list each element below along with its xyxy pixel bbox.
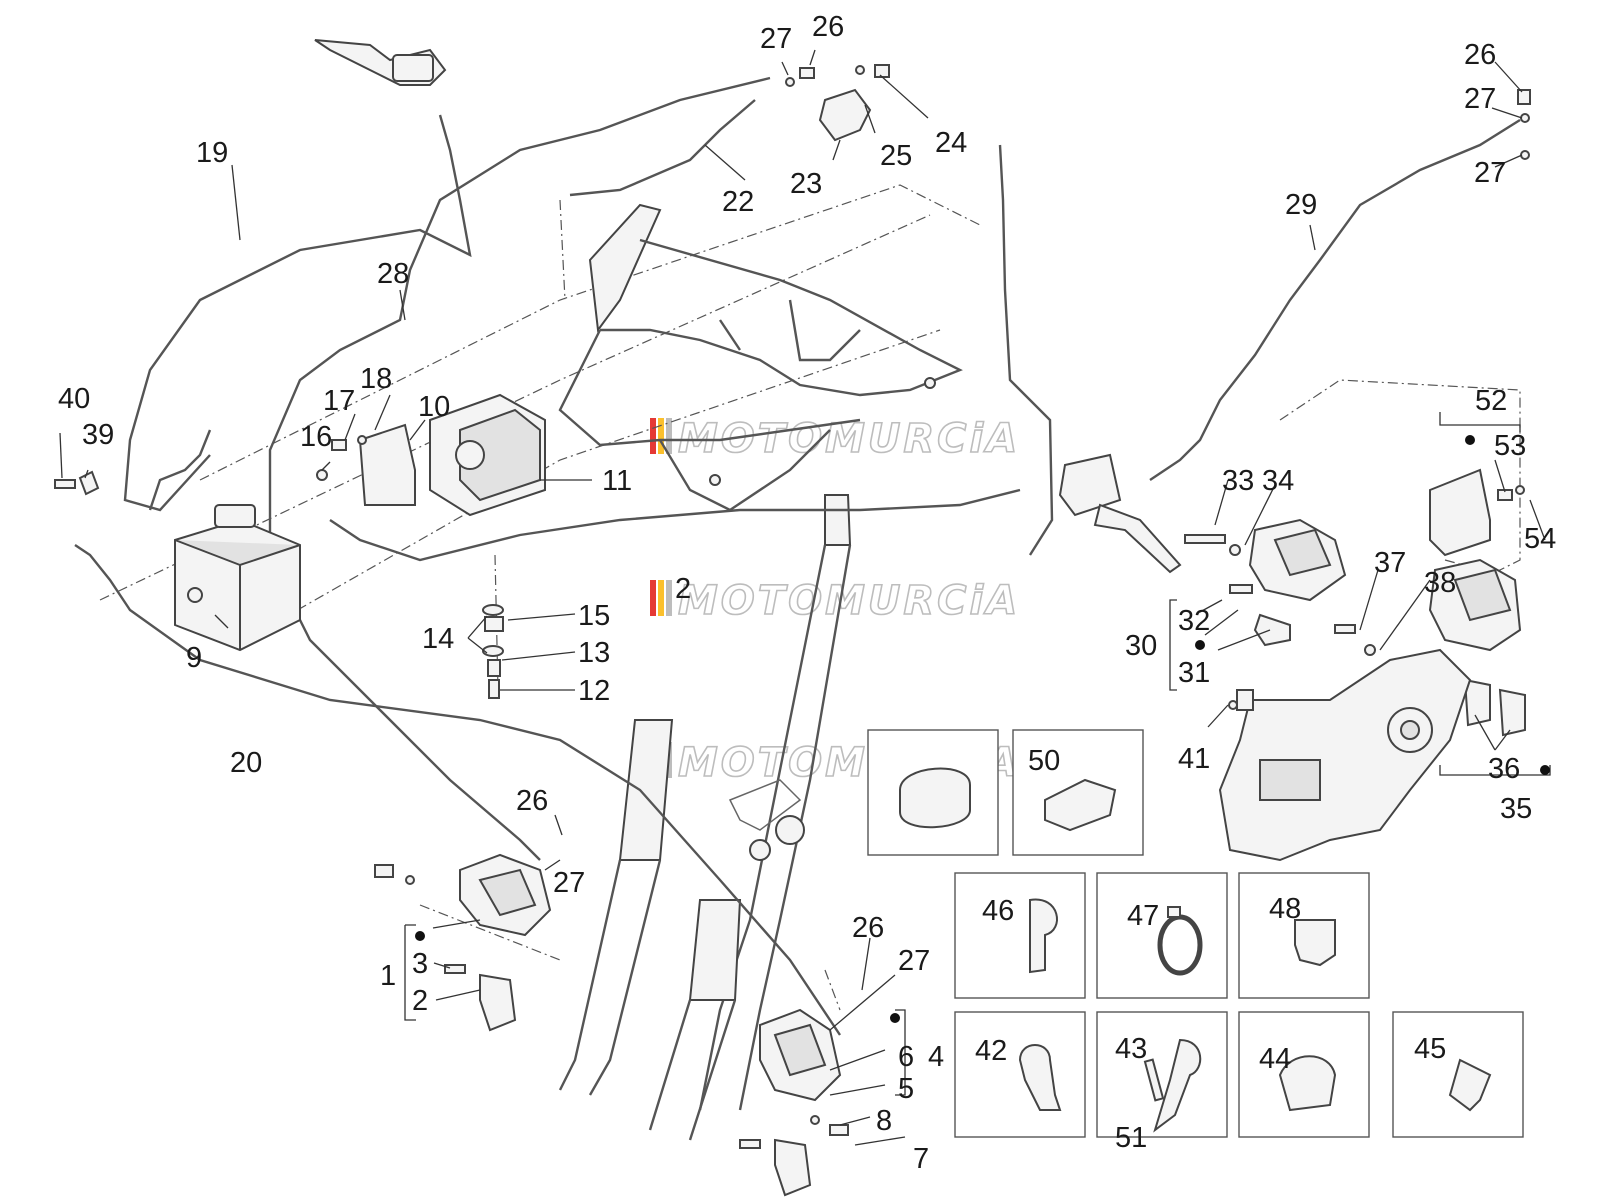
callout-4: 4: [928, 1041, 944, 1073]
callout-26-mid: 26: [516, 785, 548, 817]
callout-46: 46: [982, 895, 1014, 927]
callout-27-mid: 27: [553, 867, 585, 899]
set-markers: [415, 435, 1550, 1023]
callout-39: 39: [82, 419, 114, 451]
box-46: [954, 872, 1086, 999]
callout-27-right-2: 27: [1474, 157, 1506, 189]
callout-32: 32: [1178, 605, 1210, 637]
box-47: [1096, 872, 1228, 999]
box-45: [1392, 1011, 1524, 1138]
callout-22: 22: [722, 186, 754, 218]
box-44: [1238, 1011, 1370, 1138]
callout-18: 18: [360, 363, 392, 395]
callout-44: 44: [1259, 1043, 1291, 1075]
callout-29: 29: [1285, 189, 1317, 221]
callout-47: 47: [1127, 900, 1159, 932]
callout-28: 28: [377, 258, 409, 290]
callout-5: 5: [898, 1073, 914, 1105]
callout-15: 15: [578, 600, 610, 632]
callout-2-top: 2: [675, 573, 691, 605]
callout-16: 16: [300, 421, 332, 453]
abs-modulator-unit: [174, 504, 301, 652]
brake-lines: [74, 76, 1521, 1036]
callout-12: 12: [578, 675, 610, 707]
rear-caliper-30: [1184, 518, 1347, 647]
callout-8: 8: [876, 1105, 892, 1137]
callout-48: 48: [1269, 893, 1301, 925]
callout-20: 20: [230, 747, 262, 779]
box-50: [1012, 729, 1144, 856]
callout-9: 9: [186, 642, 202, 674]
callout-52: 52: [1475, 385, 1507, 417]
callout-36: 36: [1488, 753, 1520, 785]
junction-block-23: [818, 64, 890, 142]
callout-1: 1: [380, 960, 396, 992]
svg-text:MOTOMURCiA: MOTOMURCiA: [678, 578, 1020, 624]
callout-7: 7: [913, 1143, 929, 1175]
callout-35: 35: [1500, 793, 1532, 825]
callout-40: 40: [58, 383, 90, 415]
rear-caliper-35: [1334, 558, 1526, 737]
box-42: [954, 1011, 1086, 1138]
callout-26-top: 26: [812, 11, 844, 43]
callout-43: 43: [1115, 1033, 1147, 1065]
callout-53: 53: [1494, 430, 1526, 462]
callout-42: 42: [975, 1035, 1007, 1067]
rear-master-cylinder-right: [1058, 453, 1182, 574]
callout-6: 6: [898, 1041, 914, 1073]
front-caliper-left: [374, 853, 552, 1032]
callout-26-low: 26: [852, 912, 884, 944]
box-43-51: [1096, 1011, 1228, 1138]
rear-swingarm-bracket: [1218, 648, 1472, 862]
callout-34: 34: [1262, 465, 1294, 497]
callout-10: 10: [418, 391, 450, 423]
sensor-bracket: [358, 393, 546, 517]
callout-27-right-1: 27: [1464, 83, 1496, 115]
callout-23: 23: [790, 168, 822, 200]
bolt-set-16-17-18: [316, 435, 367, 481]
front-caliper-right: [739, 1008, 849, 1197]
front-master-cylinder-left: [314, 39, 447, 86]
callout-27-top: 27: [760, 23, 792, 55]
box-48: [1238, 872, 1370, 999]
frame-bracket: [558, 203, 963, 512]
callout-37: 37: [1374, 547, 1406, 579]
heat-shield-52: [1429, 468, 1525, 557]
watermark-middle: MOTOMURCiA: [650, 577, 1020, 625]
callout-labels: 27 26 24 25 23 22 19 28 18 17 10 16 11 4…: [58, 11, 1556, 1175]
callout-19: 19: [196, 137, 228, 169]
callout-41: 41: [1178, 743, 1210, 775]
box-49: [867, 729, 999, 856]
callout-25: 25: [880, 140, 912, 172]
callout-30: 30: [1125, 630, 1157, 662]
callout-26-right: 26: [1464, 39, 1496, 71]
callout-14: 14: [422, 623, 454, 655]
callout-13: 13: [578, 637, 610, 669]
callout-51: 51: [1115, 1122, 1147, 1154]
leader-lines: [59, 49, 1551, 1146]
callout-54: 54: [1524, 523, 1556, 555]
callout-33: 33: [1222, 465, 1254, 497]
callout-11: 11: [602, 465, 632, 497]
callout-24: 24: [935, 127, 967, 159]
mount-stack: [482, 604, 504, 699]
callout-27-low: 27: [898, 945, 930, 977]
callout-50: 50: [1028, 745, 1060, 777]
front-fork: [558, 494, 852, 1141]
callout-2-bottom: 2: [412, 985, 428, 1017]
callout-3: 3: [412, 948, 428, 980]
callout-17: 17: [323, 385, 355, 417]
callout-38: 38: [1424, 567, 1456, 599]
callout-31: 31: [1178, 657, 1210, 689]
callout-45: 45: [1414, 1033, 1446, 1065]
